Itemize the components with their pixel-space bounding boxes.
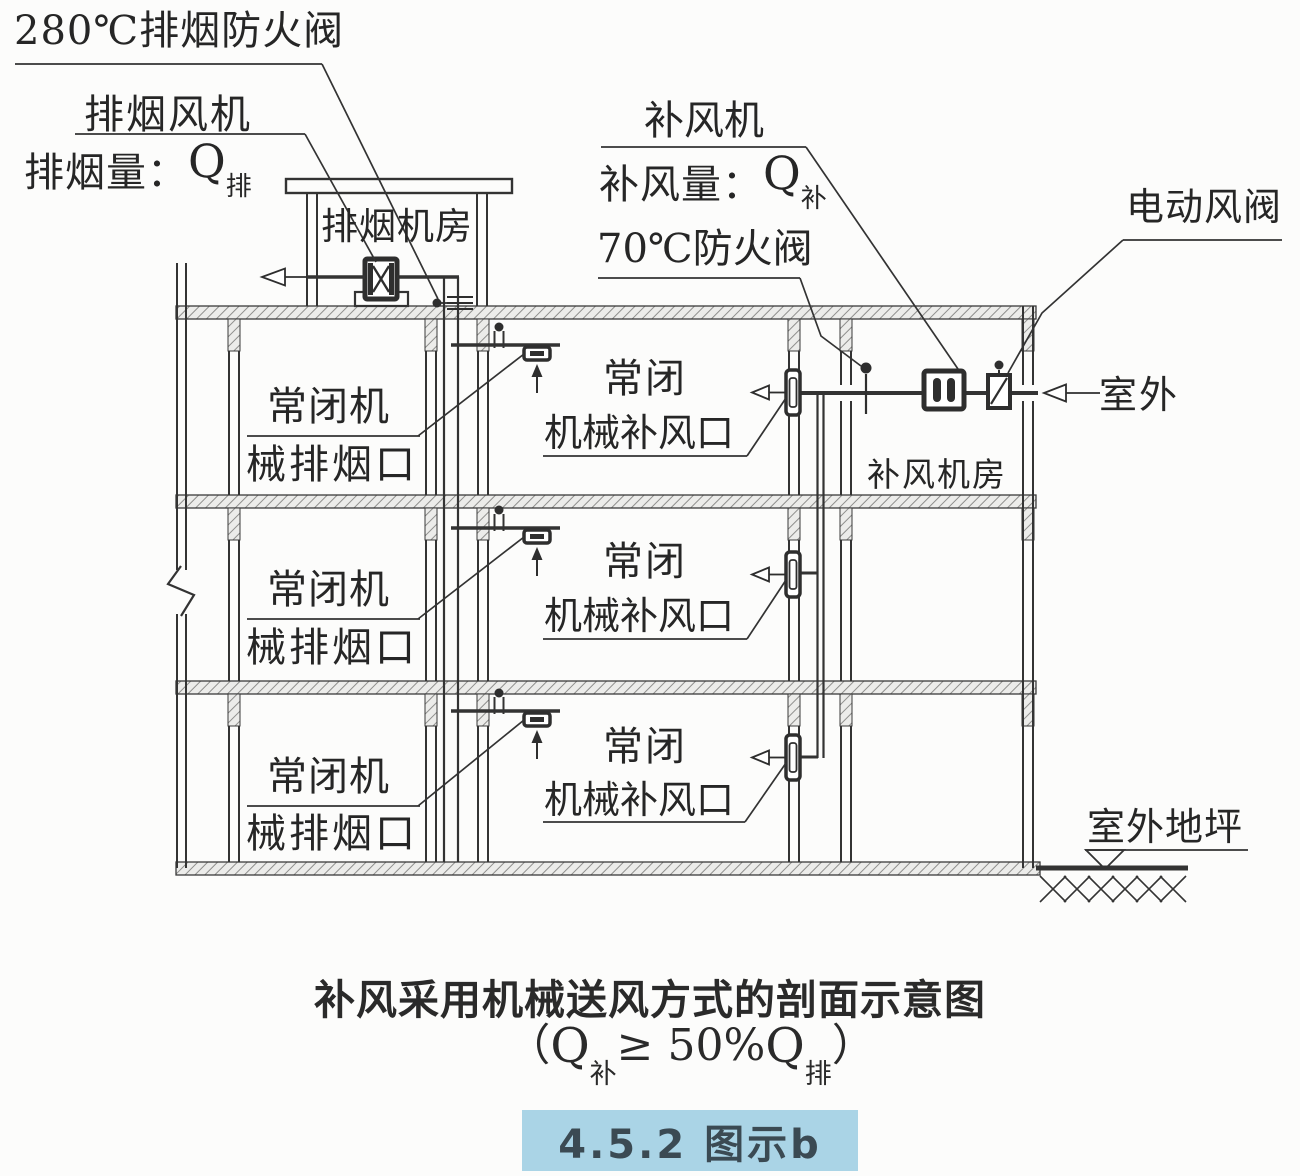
exhaust-volume-prefix: 排烟量：: [24, 150, 188, 196]
fire-damper-70-symbol: [860, 362, 872, 414]
section-break-icon: [166, 565, 196, 617]
flow-arrow-up-icon: [531, 547, 543, 560]
supply-outlet-f2: [749, 550, 802, 599]
leader-70-damper: [799, 277, 862, 367]
soil-hatch-icon: [1039, 875, 1187, 903]
ground-level-marker-icon: [1083, 849, 1127, 871]
label-exhaust-fan-room: 排烟机房: [321, 205, 473, 248]
formula-q1-sub: 补: [589, 1059, 617, 1090]
label-motor-damper: 电动风阀: [1126, 185, 1283, 229]
roof-slab: [175, 305, 1037, 320]
floor3-slab: [175, 680, 1037, 695]
supply-outlet-f3: [749, 733, 802, 782]
flow-arrow-left-icon: [749, 384, 770, 401]
exhaust-volume-q: Q: [188, 134, 226, 188]
leader-supply-outlets: [744, 397, 787, 823]
left-exterior-wall: [176, 263, 187, 868]
label-supply-fan-room: 补风机房: [867, 455, 1007, 494]
label-supply-outlet-f3-line1: 常闭: [603, 724, 687, 770]
label-exhaust-outlet-f2-line1: 常闭机: [267, 567, 390, 613]
label-supply-outlet-f1-line2: 机械补风口: [544, 411, 735, 455]
leader-lines: [304, 63, 1124, 823]
label-outdoor: 室外: [1099, 373, 1180, 417]
flow-arrow-up-icon: [531, 364, 543, 377]
exhaust-outlet-f2: [493, 505, 552, 576]
exhaust-volume-sub: 排: [225, 172, 252, 202]
label-outdoor-ground: 室外地坪: [1087, 805, 1244, 849]
label-exhaust-outlet-f1-line1: 常闭机: [267, 384, 390, 430]
code-reference-badge: 4.5.2 图示b: [522, 1110, 858, 1171]
fan-room-canopy: [284, 177, 514, 195]
supply-outlet-f1: [749, 368, 802, 417]
formula-q2: Q: [765, 1018, 805, 1074]
leader-motor-damper: [1007, 239, 1124, 374]
label-280-damper: 280℃排烟防火阀: [14, 8, 345, 54]
floor2-slab: [175, 494, 1037, 509]
label-exhaust-outlet-f3-line1: 常闭机: [267, 754, 390, 800]
exhaust-outlet-f1: [493, 322, 552, 393]
flow-arrows: [259, 267, 1100, 403]
label-exhaust-outlet-f2-line2: 械排烟口: [246, 625, 418, 671]
leader-exhaust-outlets: [417, 353, 525, 807]
exhaust-fan-symbol: [362, 256, 400, 302]
leader-supply-fan: [805, 146, 959, 370]
flow-arrow-left-icon: [1041, 383, 1067, 403]
motor-damper-symbol: [986, 360, 1012, 410]
flow-arrow-left-icon: [749, 749, 770, 766]
label-supply-outlet-f2-line2: 机械补风口: [544, 594, 735, 638]
leader-exhaust-fan: [304, 133, 377, 263]
supply-volume-sub: 补: [800, 184, 827, 214]
wall-pillars: [227, 318, 1035, 727]
supply-fan-symbol: [921, 368, 967, 412]
supply-duct: [799, 391, 1038, 759]
label-underlines: [15, 63, 1282, 823]
label-supply-outlet-f1-line1: 常闭: [603, 356, 687, 402]
label-supply-outlet-f2-line1: 常闭: [603, 539, 687, 585]
supply-volume-prefix: 补风量：: [599, 162, 763, 208]
formula-relation: ≥ 50%: [616, 1020, 766, 1071]
exhaust-riser: [442, 277, 460, 862]
caption-title: 补风采用机械送风方式的剖面示意图: [314, 976, 986, 1024]
label-supply-fan: 补风机: [644, 98, 764, 144]
label-70-damper: 70℃防火阀: [597, 226, 813, 272]
flow-arrow-left-icon: [749, 566, 770, 583]
formula-close-paren: ）: [831, 1020, 876, 1071]
flow-arrow-up-icon: [531, 730, 543, 743]
supply-riser: [816, 391, 825, 758]
fire-damper-280-symbol: [432, 296, 473, 310]
label-exhaust-fan: 排烟风机: [84, 92, 252, 138]
label-exhaust-outlet-f3-line2: 械排烟口: [246, 811, 418, 857]
formula-q2-sub: 排: [804, 1059, 832, 1090]
fan-room-posts: [306, 193, 488, 306]
outdoor-ground: [1036, 849, 1248, 903]
formula-q1: Q: [550, 1018, 590, 1074]
ground-slab: [175, 861, 1041, 876]
supply-volume-q: Q: [763, 146, 801, 200]
label-supply-outlet-f3-line2: 机械补风口: [544, 778, 735, 822]
flow-arrow-left-icon: [259, 267, 286, 287]
exhaust-outlet-f3: [493, 688, 552, 759]
label-exhaust-outlet-f1-line2: 械排烟口: [246, 442, 418, 488]
leader-280-damper: [321, 63, 439, 300]
formula-open-paren: （: [506, 1020, 551, 1071]
